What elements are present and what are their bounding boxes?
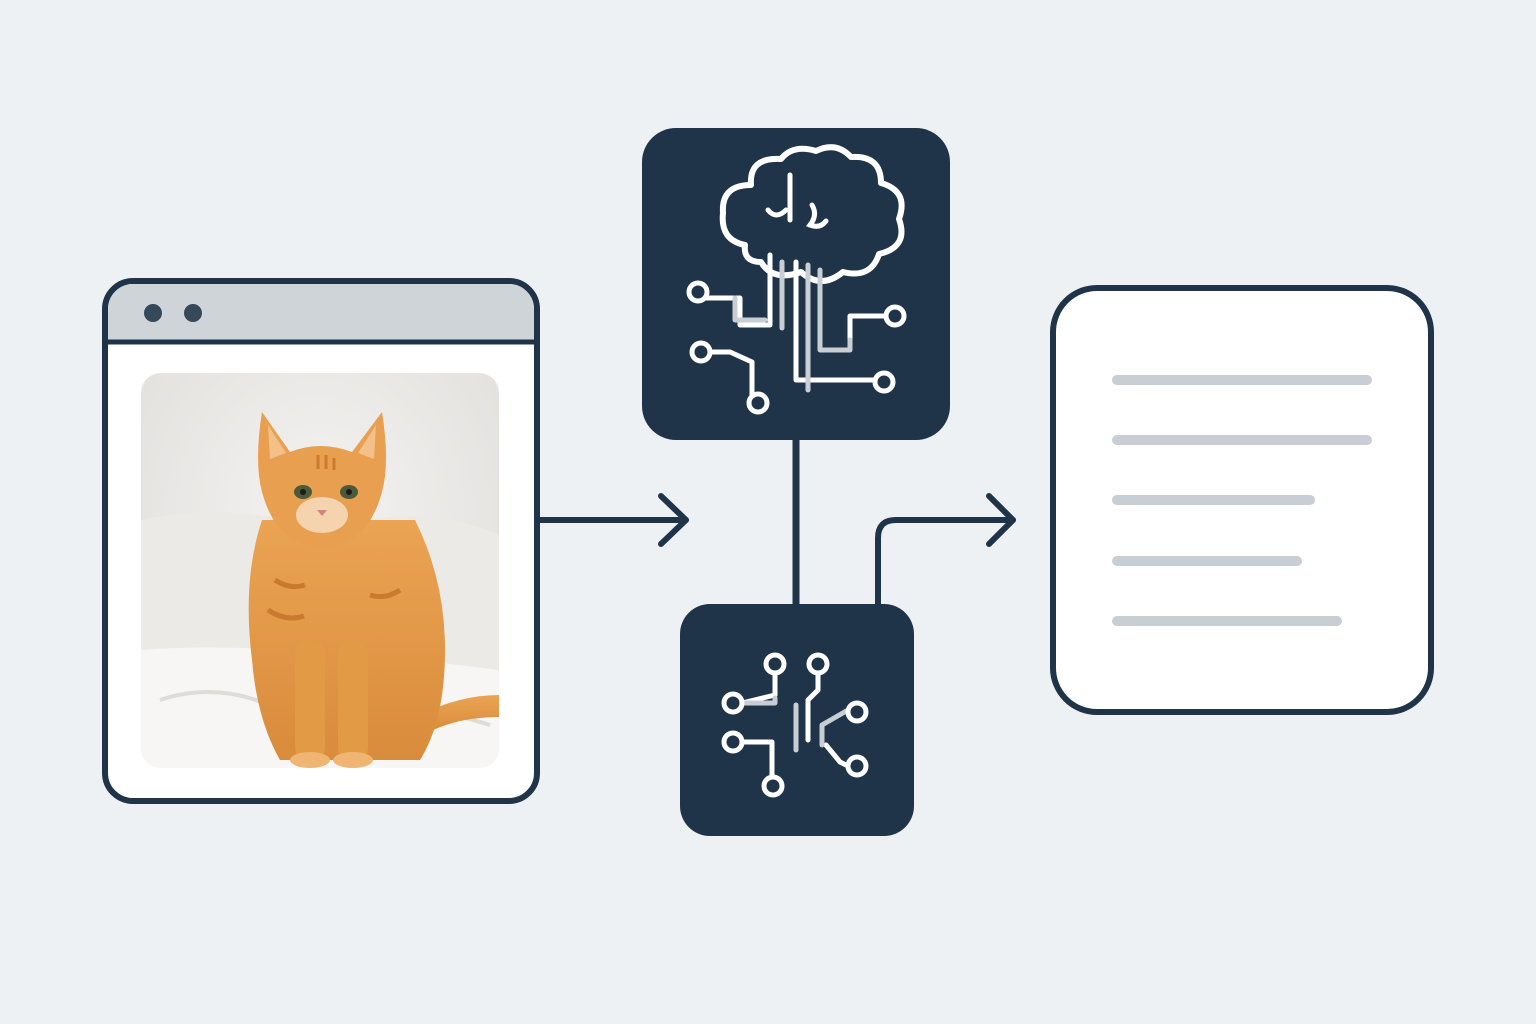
window-dot-2 — [184, 304, 202, 322]
text-lines-icon — [1112, 375, 1372, 626]
window-titlebar — [108, 284, 534, 341]
arrow-input-to-brain — [535, 493, 689, 547]
arrow-chip-to-output — [875, 493, 1016, 607]
output-document — [1050, 285, 1434, 715]
input-browser-window — [102, 278, 540, 804]
cat-head — [258, 412, 386, 547]
ai-chip-node — [680, 604, 914, 836]
ai-brain-node — [642, 128, 950, 440]
window-dot-1 — [144, 304, 162, 322]
circuit-icon — [721, 652, 869, 798]
brain-circuit-icon — [686, 144, 907, 415]
cat-photo — [141, 373, 499, 768]
